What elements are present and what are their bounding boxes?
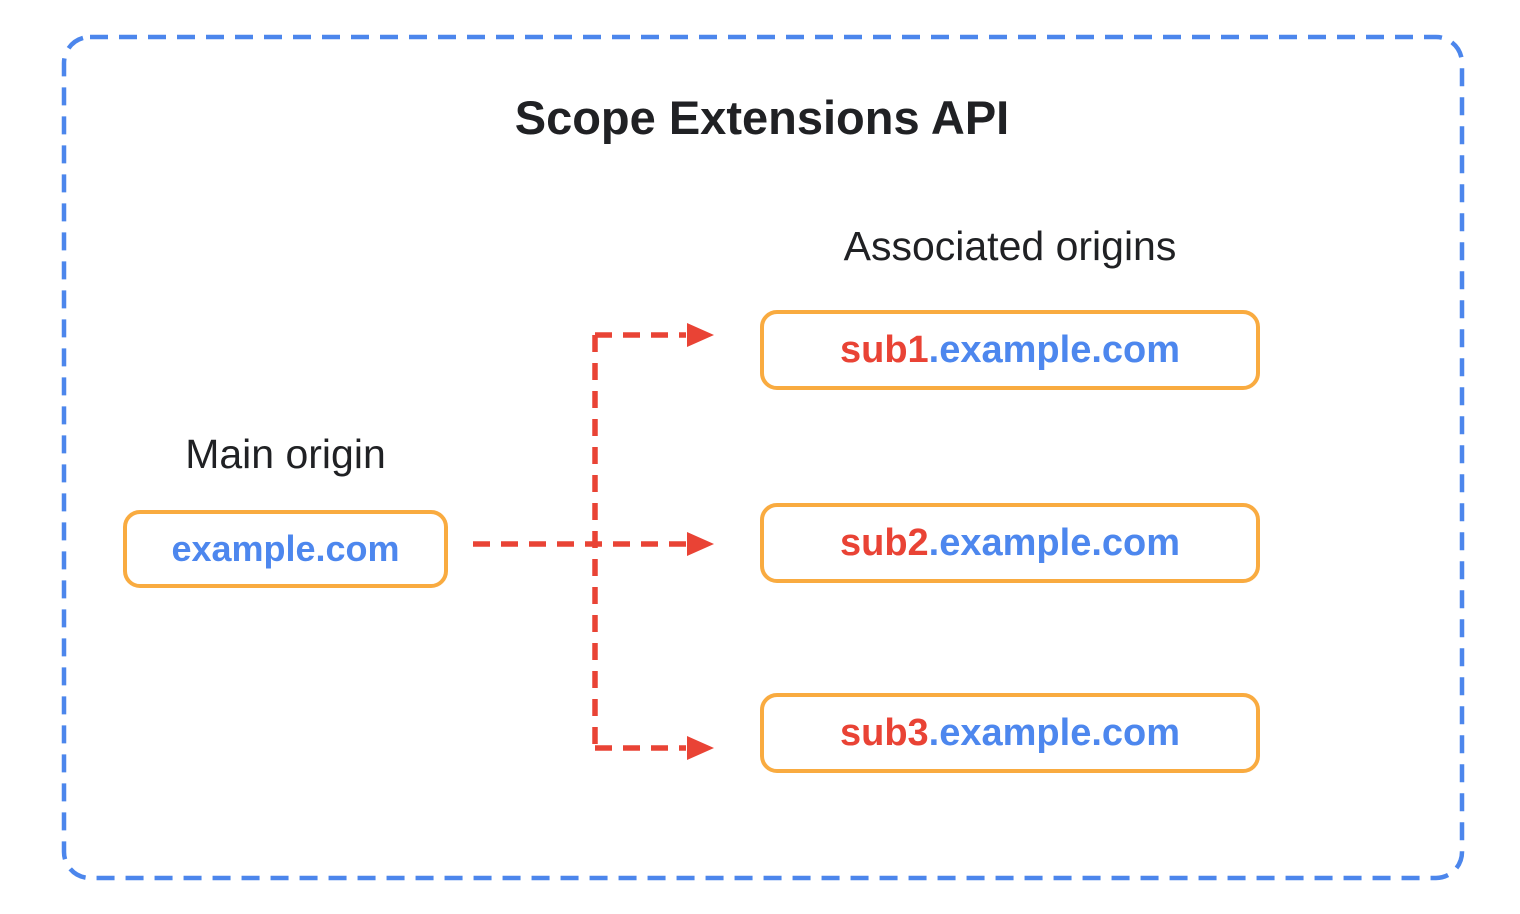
arrowhead-sub3-icon: [687, 736, 714, 760]
domain-rest: .example.com: [928, 711, 1181, 754]
arrowhead-sub2-icon: [687, 532, 714, 556]
associated-origin-box-sub3: sub3.example.com: [760, 693, 1260, 773]
main-origin-box: example.com: [123, 510, 448, 588]
subdomain-highlight: sub1: [839, 328, 929, 371]
domain-rest: .example.com: [928, 521, 1181, 564]
subdomain-highlight: sub2: [839, 521, 929, 564]
diagram-title: Scope Extensions API: [514, 91, 1010, 144]
associated-origins-label: Associated origins: [843, 223, 1177, 269]
arrowhead-sub1-icon: [687, 323, 714, 347]
main-origin-domain: example.com: [171, 528, 400, 569]
main-origin-label: Main origin: [185, 431, 386, 477]
domain-rest: .example.com: [928, 328, 1181, 371]
associated-origin-box-sub1: sub1.example.com: [760, 310, 1260, 390]
associated-origin-box-sub2: sub2.example.com: [760, 503, 1260, 583]
subdomain-highlight: sub3: [839, 711, 929, 754]
outer-dashed-frame: [61, 34, 1465, 881]
